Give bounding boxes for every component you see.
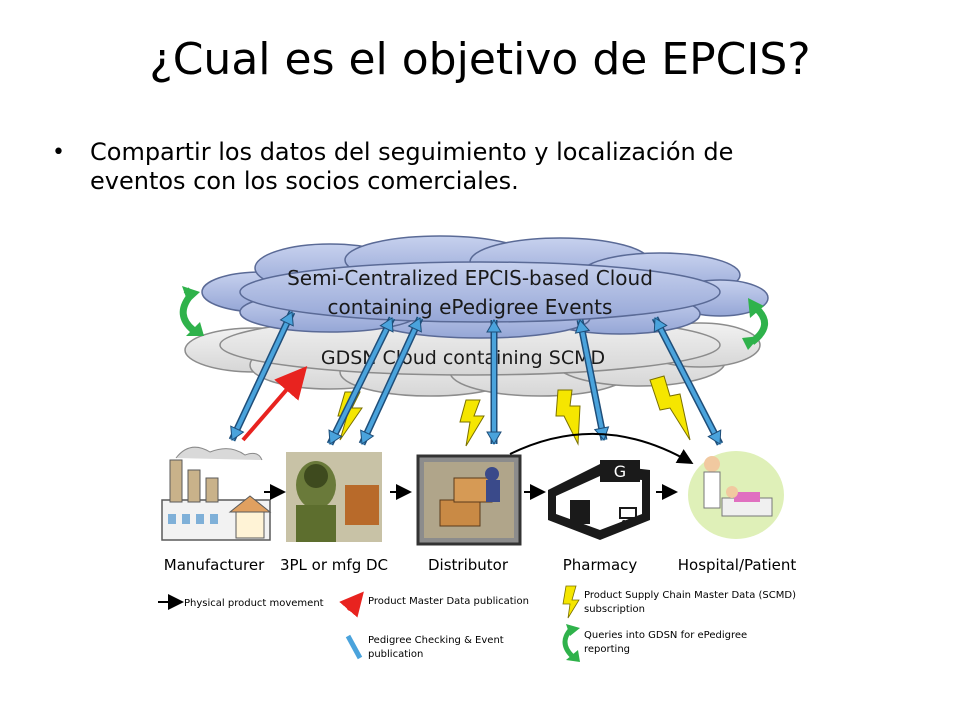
- lightning-icon-1: [337, 391, 363, 441]
- lightning-icons: [337, 375, 691, 447]
- node-label-pharmacy: Pharmacy: [563, 556, 638, 574]
- green-cycle-head-right-1: [748, 298, 764, 318]
- blue-arrow-head-6-2: [707, 429, 722, 445]
- physical-movement-arrows: [264, 432, 694, 500]
- green-cycle-head-left-1: [182, 286, 200, 303]
- distributor-warehouse-icon: [416, 454, 522, 546]
- green-cycle-head-left-2: [186, 322, 204, 336]
- legend-pedigree-label-1: Pedigree Checking & Event: [368, 635, 504, 646]
- blue-arrow-head-2-1: [379, 317, 394, 333]
- epcis-cloud-label-line1: Semi-Centralized EPCIS-based Cloud: [287, 266, 653, 290]
- legend-physical-label: Physical product movement: [184, 598, 324, 609]
- legend-lightning-icon: [562, 585, 580, 619]
- legend-master-label: Product Master Data publication: [368, 596, 529, 607]
- legend-scmd-label-2: subscription: [584, 604, 645, 615]
- blue-arrow-head-5-1: [574, 319, 591, 334]
- warehouse-worker-icon: [286, 452, 382, 542]
- legend-cycle-head-1: [566, 624, 580, 636]
- factory-icon: [161, 446, 272, 541]
- bullet-text: Compartir los datos del seguimiento y lo…: [90, 138, 734, 195]
- blue-arrow-head-6-1: [653, 317, 668, 333]
- legend-blue-arrow: [345, 634, 363, 660]
- blue-arrow-head-1-1: [279, 311, 294, 327]
- legend-queries-label-1: Queries into GDSN for ePedigree: [584, 630, 747, 641]
- pharmacy-sign: G: [614, 462, 626, 481]
- node-label-manufacturer: Manufacturer: [164, 556, 265, 574]
- node-label-distributor: Distributor: [428, 556, 509, 574]
- legend-red-arrow: [339, 591, 364, 618]
- blue-arrow-5: [578, 319, 606, 441]
- blue-arrow-head-2-2: [328, 429, 343, 445]
- bullet-dot: •: [52, 140, 65, 165]
- node-label-3pl: 3PL or mfg DC: [280, 556, 388, 574]
- bullet-item: • Compartir los datos del seguimiento y …: [52, 138, 852, 196]
- lightning-icon-4: [649, 375, 691, 441]
- lightning-icon-2: [459, 399, 485, 447]
- blue-arrow-3: [360, 317, 422, 445]
- master-data-red-arrow: [241, 365, 308, 442]
- blue-arrow-1: [230, 311, 294, 441]
- blue-arrow-head-4-2: [486, 431, 502, 445]
- blue-arrow-head-3-2: [360, 429, 375, 445]
- blue-arrow-2: [328, 317, 394, 445]
- physical-arrow-curve: [509, 432, 694, 464]
- slide-title: ¿Cual es el objetivo de EPCIS?: [149, 34, 811, 85]
- hospital-patient-icon: [688, 451, 784, 539]
- blue-arrow-head-3-1: [407, 317, 422, 333]
- legend-scmd-label-1: Product Supply Chain Master Data (SCMD): [584, 590, 796, 601]
- blue-arrow-6: [653, 317, 722, 445]
- epcis-cloud: Semi-Centralized EPCIS-based Cloud conta…: [201, 235, 769, 339]
- green-cycle-head-right-2: [742, 336, 760, 350]
- legend-queries-label-2: reporting: [584, 644, 630, 655]
- gdsn-cloud-label: GDSN Cloud containing SCMD: [321, 347, 605, 369]
- blue-arrow-head-4-1: [486, 319, 502, 333]
- epcis-cloud-label-line2: containing ePedigree Events: [328, 295, 613, 319]
- legend-cycle-head-2: [566, 650, 580, 662]
- pedigree-arrows: [228, 310, 724, 446]
- node-label-hospital: Hospital/Patient: [678, 556, 797, 574]
- blue-arrow-head-1-2: [230, 425, 245, 441]
- lightning-icon-3: [555, 389, 581, 446]
- legend: Physical product movement Product Master…: [158, 585, 796, 662]
- legend-pedigree-label-2: publication: [368, 649, 423, 660]
- pharmacy-store-icon: G: [548, 460, 650, 540]
